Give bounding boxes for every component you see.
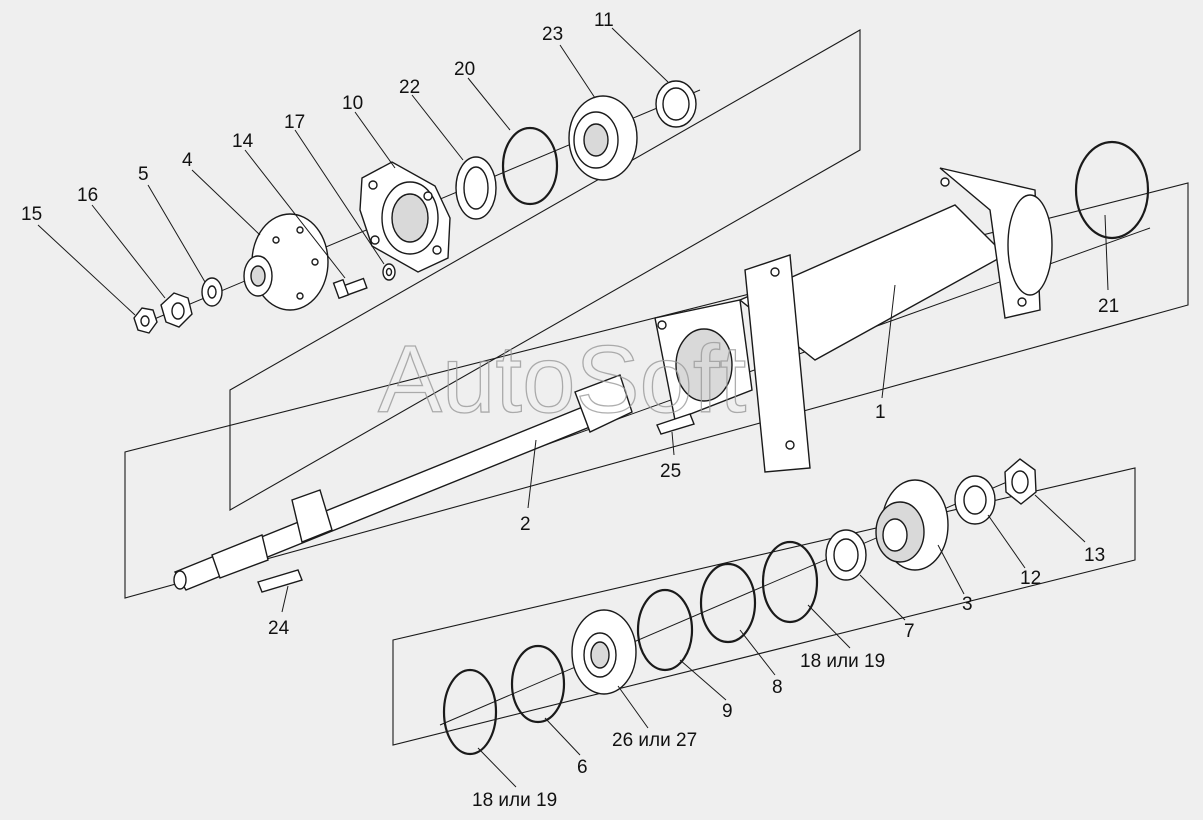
part-5-washer <box>201 277 223 307</box>
callout-18-left: 18 или 19 <box>472 790 557 811</box>
leader-9 <box>679 659 727 701</box>
callout-13: 13 <box>1084 545 1105 566</box>
leader-11 <box>611 27 669 83</box>
callout-4: 4 <box>182 150 193 171</box>
callout-17: 17 <box>284 112 305 133</box>
part-8-ring <box>699 562 757 644</box>
leader-17 <box>294 129 385 265</box>
part-20-o-ring <box>501 126 559 206</box>
callout-2: 2 <box>520 514 531 535</box>
callout-12: 12 <box>1020 568 1041 589</box>
callout-5: 5 <box>138 164 149 185</box>
part-26-bearing <box>571 609 637 695</box>
leader-1 <box>881 284 896 399</box>
leader-3 <box>937 544 965 595</box>
part-12-seal <box>954 475 996 525</box>
part-14-bolt <box>332 277 368 300</box>
callout-22: 22 <box>399 77 420 98</box>
leader-2 <box>527 439 537 509</box>
frame-lower-group <box>392 467 1136 746</box>
callout-6: 6 <box>577 757 588 778</box>
part-15-nut <box>133 307 158 334</box>
leader-4 <box>191 169 261 236</box>
callout-9: 9 <box>722 701 733 722</box>
callout-3: 3 <box>962 594 973 615</box>
part-2-shaft <box>173 374 633 591</box>
leader-24 <box>281 585 289 613</box>
part-10-bearing-housing <box>359 161 451 273</box>
leader-15 <box>37 224 136 316</box>
part-17-washer <box>382 263 396 281</box>
leader-7 <box>859 574 906 621</box>
leader-10 <box>354 111 396 169</box>
frame-upper-group <box>229 29 861 511</box>
leader-22 <box>411 94 464 161</box>
callout-15: 15 <box>21 204 42 225</box>
callout-7: 7 <box>904 621 915 642</box>
leader-5 <box>147 184 206 283</box>
callout-1: 1 <box>875 402 886 423</box>
part-9-ring <box>636 588 694 672</box>
part-21-o-ring <box>1074 140 1150 240</box>
leader-26 <box>617 685 649 729</box>
callout-21: 21 <box>1098 296 1119 317</box>
leader-20 <box>467 77 511 131</box>
part-13-nut <box>1004 458 1037 505</box>
part-1-housing <box>654 167 1053 473</box>
callout-11: 11 <box>594 10 614 31</box>
leader-12 <box>987 514 1026 569</box>
part-18-circlip-right <box>761 540 819 624</box>
part-18-circlip-left <box>442 668 498 756</box>
leader-18-left <box>477 747 517 788</box>
part-4-hub-flange <box>243 213 329 311</box>
leader-21 <box>1104 214 1109 291</box>
callout-20: 20 <box>454 59 475 80</box>
leader-6 <box>544 717 581 756</box>
callout-25: 25 <box>660 461 681 482</box>
callout-14: 14 <box>232 131 254 152</box>
part-7-seal <box>825 529 867 581</box>
part-3-cup <box>875 479 949 571</box>
callout-26: 26 или 27 <box>612 730 697 751</box>
leader-8 <box>739 629 776 676</box>
leader-13 <box>1034 494 1086 543</box>
watermark-text: AutoSoft <box>378 326 746 433</box>
leader-14 <box>244 149 346 279</box>
part-11-sleeve <box>655 80 697 128</box>
part-22-seal <box>455 156 497 220</box>
callout-23: 23 <box>542 24 563 45</box>
part-6-ring <box>510 644 566 724</box>
callout-16: 16 <box>77 185 98 206</box>
leader-18-right <box>807 604 851 649</box>
part-16-nut <box>160 292 193 328</box>
part-25-key <box>656 413 695 435</box>
callout-8: 8 <box>772 677 783 698</box>
leader-23 <box>559 44 596 99</box>
callout-24: 24 <box>268 618 290 639</box>
part-24-key <box>257 569 303 593</box>
leader-16 <box>91 204 166 299</box>
part-23-bearing <box>568 95 638 181</box>
leader-25 <box>671 431 675 456</box>
callout-18-right: 18 или 19 <box>800 651 885 672</box>
callout-10: 10 <box>342 93 363 114</box>
